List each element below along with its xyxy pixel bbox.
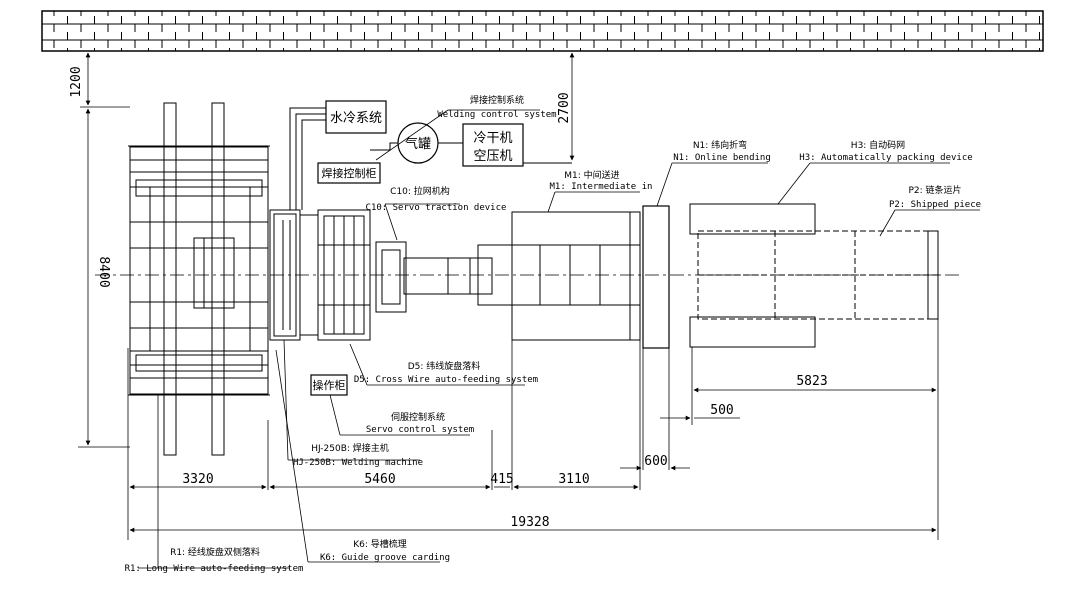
svg-text:M1: Intermediate in: M1: Intermediate in xyxy=(550,182,653,192)
svg-text:D5: 纬线旋盘落料: D5: 纬线旋盘落料 xyxy=(408,360,481,372)
svg-text:K6: 导槽梳理: K6: 导槽梳理 xyxy=(353,538,407,550)
dim-2700: 2700 xyxy=(557,52,575,161)
svg-text:空压机: 空压机 xyxy=(473,149,512,164)
svg-text:HJ-250B: 焊接主机: HJ-250B: 焊接主机 xyxy=(311,442,389,454)
svg-text:H3: 自动码网: H3: 自动码网 xyxy=(851,139,905,151)
svg-text:C10: 拉网机构: C10: 拉网机构 xyxy=(390,185,450,197)
callout-p2: P2: 链条运片 P2: Shipped piece xyxy=(889,184,981,210)
bottom-dimensions xyxy=(127,319,939,540)
svg-text:HJ-250B: Welding machine: HJ-250B: Welding machine xyxy=(293,458,423,468)
dim-5823-label: 5823 xyxy=(796,374,827,389)
callout-d5: D5: 纬线旋盘落料 D5: Cross Wire auto-feeding s… xyxy=(354,360,538,385)
svg-text:D5: Cross Wire auto-feeding sy: D5: Cross Wire auto-feeding system xyxy=(354,375,538,385)
dim-5460-label: 5460 xyxy=(364,472,395,487)
callout-n1: N1: 纬向折弯 N1: Online bending xyxy=(673,139,771,163)
intermediate-feeding-frame xyxy=(477,211,641,341)
callout-m1: M1: 中间送进 M1: Intermediate in xyxy=(550,169,653,192)
dim-2700-label: 2700 xyxy=(557,92,572,123)
dim-600-label: 600 xyxy=(644,454,667,469)
online-bending-unit xyxy=(642,205,670,349)
brick-wall xyxy=(41,10,1044,52)
gas-tank: 气罐 xyxy=(397,122,439,164)
svg-text:P2: Shipped piece: P2: Shipped piece xyxy=(889,200,981,210)
svg-text:C10: Servo traction device: C10: Servo traction device xyxy=(366,203,507,213)
svg-text:水冷系统: 水冷系统 xyxy=(330,111,382,126)
dim-8400-label: 8400 xyxy=(96,256,111,287)
svg-text:K6: Guide groove carding: K6: Guide groove carding xyxy=(320,553,450,563)
svg-text:伺服控制系统: 伺服控制系统 xyxy=(391,411,445,423)
svg-text:M1: 中间送进: M1: 中间送进 xyxy=(564,169,619,181)
callout-h3: H3: 自动码网 H3: Automatically packing devic… xyxy=(799,139,972,163)
dim-1200-label: 1200 xyxy=(69,66,84,97)
dim-3110-label: 3110 xyxy=(558,472,589,487)
dim-8400: 8400 xyxy=(78,108,130,448)
svg-text:冷干机: 冷干机 xyxy=(473,131,512,146)
svg-text:操作柜: 操作柜 xyxy=(313,378,346,392)
callout-hj: HJ-250B: 焊接主机 HJ-250B: Welding machine xyxy=(293,442,423,468)
dim-3320-label: 3320 xyxy=(182,472,213,487)
long-wire-feeding-frame xyxy=(128,102,270,456)
dim-500-label: 500 xyxy=(710,403,733,418)
operation-cabinet: 操作柜 xyxy=(310,374,348,396)
utility-pipes xyxy=(289,107,572,210)
svg-text:H3: Automatically packing devi: H3: Automatically packing device xyxy=(799,153,972,163)
callout-welding-control: 焊接控制系统 Welding control system xyxy=(437,94,556,120)
leader-lines xyxy=(138,109,980,569)
svg-text:R1: Long Wire auto-feeding sys: R1: Long Wire auto-feeding system xyxy=(125,564,304,574)
dim-415-label: 415 xyxy=(490,472,513,487)
servo-traction-device xyxy=(375,241,493,313)
svg-text:N1: 纬向折弯: N1: 纬向折弯 xyxy=(693,139,747,151)
dim-19328-label: 19328 xyxy=(510,515,549,530)
dryer-compressor-box: 冷干机 空压机 xyxy=(462,123,524,167)
dim-1200: 1200 xyxy=(69,50,130,108)
callout-c10: C10: 拉网机构 C10: Servo traction device xyxy=(366,185,507,213)
callout-servo: 伺服控制系统 Servo control system xyxy=(366,411,474,435)
packing-device-frame xyxy=(689,203,939,348)
svg-text:焊接控制系统: 焊接控制系统 xyxy=(470,94,524,106)
svg-text:焊接控制柜: 焊接控制柜 xyxy=(322,166,377,180)
svg-text:气罐: 气罐 xyxy=(405,136,431,152)
callout-k6: K6: 导槽梳理 K6: Guide groove carding xyxy=(320,538,450,563)
welding-machine xyxy=(269,209,371,341)
weld-control-cabinet: 焊接控制柜 xyxy=(317,162,381,184)
svg-text:R1: 经线旋盘双侧落料: R1: 经线旋盘双侧落料 xyxy=(170,546,260,558)
svg-text:Welding control system: Welding control system xyxy=(437,110,556,120)
water-cooling-box: 水冷系统 xyxy=(325,100,387,134)
callout-r1: R1: 经线旋盘双侧落料 R1: Long Wire auto-feeding … xyxy=(125,546,304,574)
svg-text:N1: Online bending: N1: Online bending xyxy=(673,153,771,163)
svg-text:P2: 链条运片: P2: 链条运片 xyxy=(908,184,961,196)
svg-text:Servo control system: Servo control system xyxy=(366,425,474,435)
